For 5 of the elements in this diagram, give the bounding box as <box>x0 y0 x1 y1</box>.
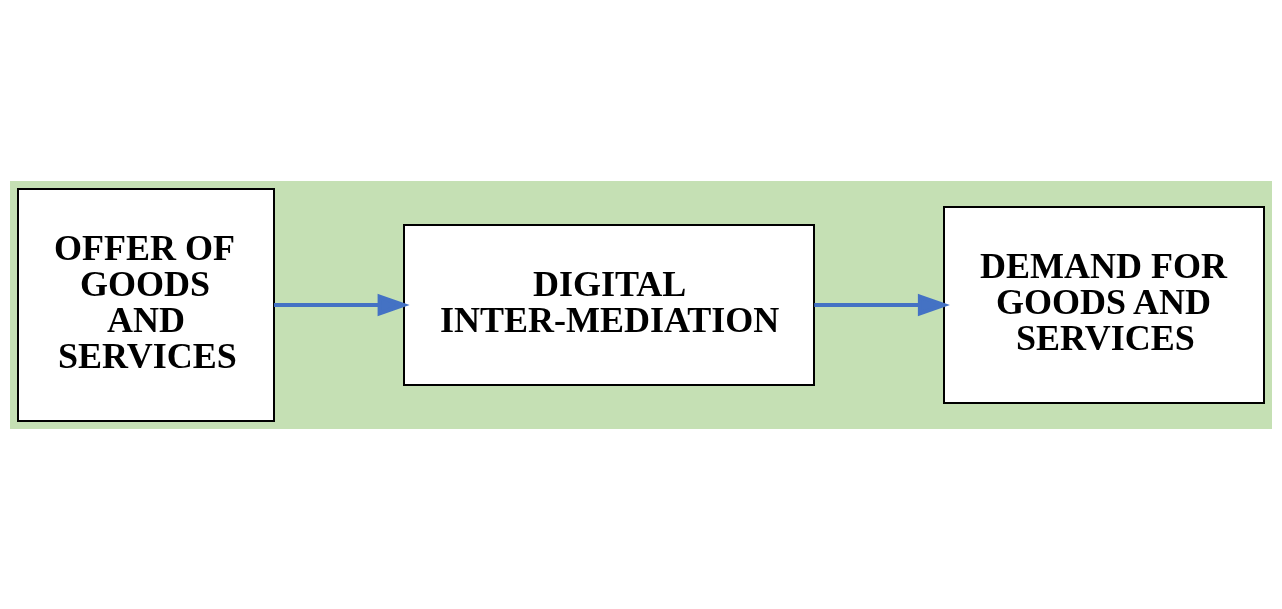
node-box: DIGITAL INTER-MEDIATION <box>403 223 815 386</box>
arrow <box>274 293 410 316</box>
arrow <box>814 293 950 316</box>
node-box: DEMAND FOR GOODS AND SERVICES <box>943 205 1265 404</box>
node-box: OFFER OF GOODS AND SERVICES <box>17 187 275 422</box>
